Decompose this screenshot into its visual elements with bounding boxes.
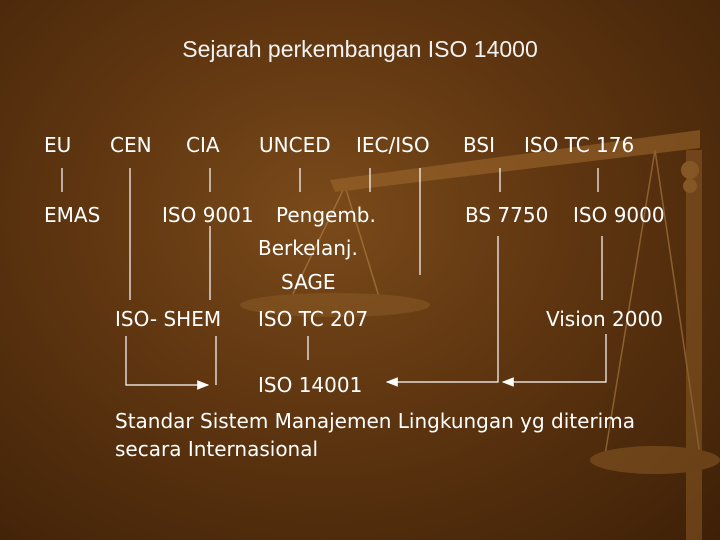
- arrow-bs7750-to-iso14001: [385, 236, 499, 387]
- label-vision-2000: Vision 2000: [546, 307, 663, 331]
- arrow-vision2000-to-iso14001: [501, 334, 607, 387]
- label-emas: EMAS: [44, 203, 101, 227]
- label-iso-14001: ISO 14001: [258, 373, 363, 397]
- label-cia: CIA: [186, 133, 220, 157]
- arrow-iso-shem-to-iso14001: [125, 336, 210, 390]
- label-sage: SAGE: [281, 270, 336, 294]
- label-iso-9000: ISO 9000: [573, 203, 665, 227]
- result-description-line2: secara Internasional: [115, 437, 319, 461]
- label-pengemb: Pengemb.: [276, 203, 376, 227]
- label-bs-7750: BS 7750: [465, 203, 549, 227]
- label-bsi: BSI: [463, 133, 495, 157]
- label-iso-shem: ISO- SHEM: [115, 307, 222, 331]
- label-iso-tc-176: ISO TC 176: [524, 133, 635, 157]
- label-eu: EU: [44, 133, 72, 157]
- label-unced: UNCED: [259, 133, 331, 157]
- label-berkelanj: Berkelanj.: [258, 236, 358, 260]
- slide-title: Sejarah perkembangan ISO 14000: [182, 36, 538, 62]
- label-iso-tc-207: ISO TC 207: [258, 307, 369, 331]
- label-iec-iso: IEC/ISO: [356, 133, 430, 157]
- label-cen: CEN: [110, 133, 152, 157]
- result-description-line1: Standar Sistem Manajemen Lingkungan yg d…: [115, 409, 635, 433]
- label-iso-9001: ISO 9001: [162, 203, 254, 227]
